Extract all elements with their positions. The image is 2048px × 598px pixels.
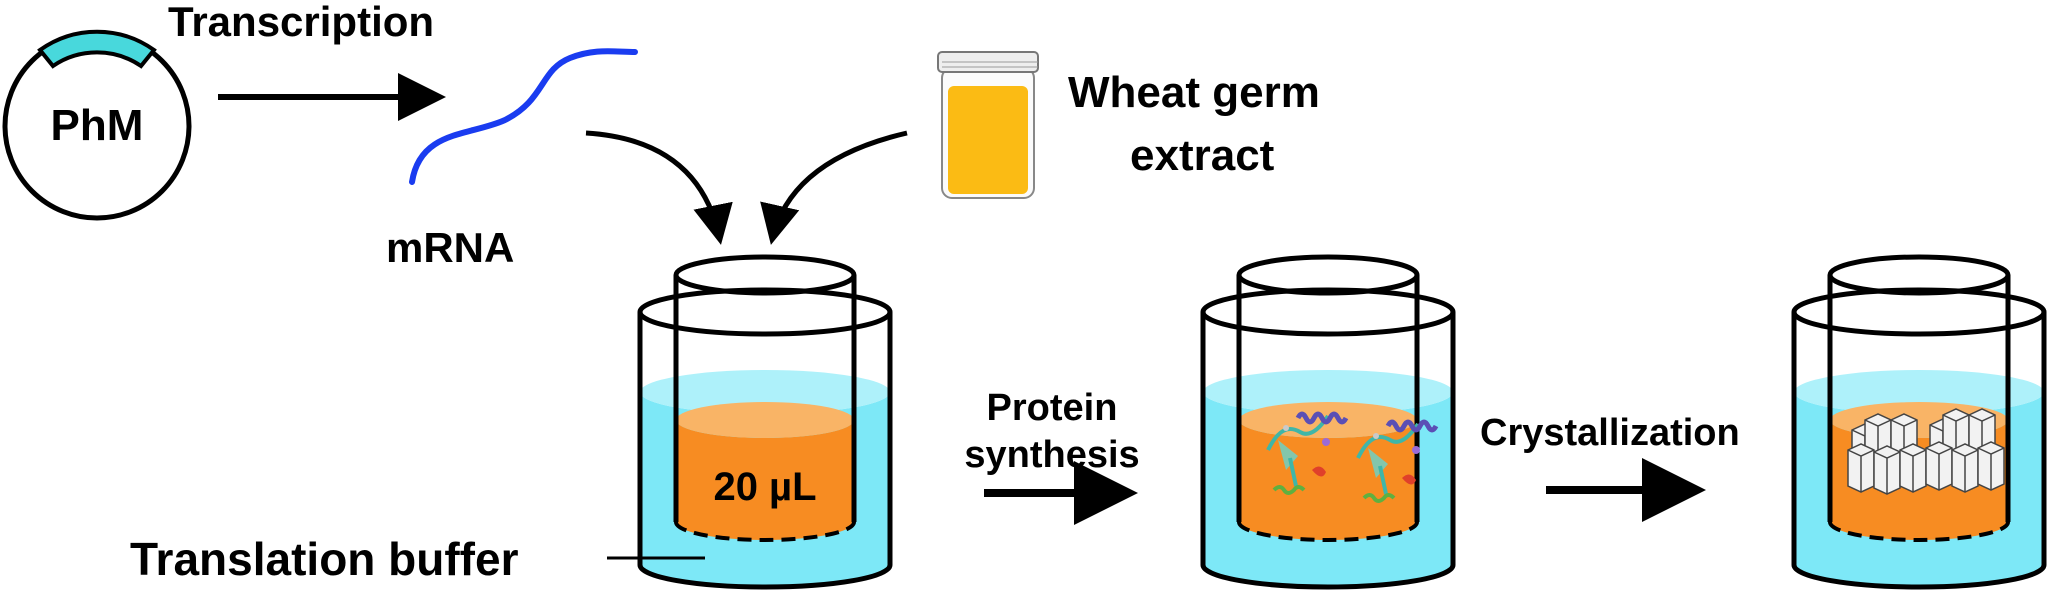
protein-synthesis-label-line1: Protein (987, 387, 1118, 429)
extract-arrow (760, 130, 908, 245)
plasmid-label: PhM (51, 101, 144, 150)
crystal-cluster (1925, 408, 2005, 493)
dialysis-cup-2 (1200, 254, 1456, 590)
transcription-label: Transcription (168, 0, 434, 45)
volume-label: 20 µL (713, 465, 816, 509)
mrna-strand (409, 48, 638, 185)
extract-tube (937, 51, 1039, 199)
dialysis-cup-3 (1791, 254, 2047, 590)
mrna-arrow (585, 130, 733, 245)
extract-liquid (948, 86, 1028, 194)
translation-buffer-label: Translation buffer (130, 533, 519, 585)
plasmid-insert (37, 29, 157, 69)
mrna-label: mRNA (386, 224, 514, 271)
crystallization-label: Crystallization (1480, 412, 1740, 454)
crystal-cluster (1847, 413, 1927, 495)
plasmid: PhM (2, 29, 192, 221)
extract-label-line2: extract (1130, 131, 1275, 180)
dialysis-cup-1: 20 µL (637, 254, 893, 590)
extract-label-line1: Wheat germ (1068, 68, 1320, 117)
reaction-fill (676, 420, 854, 540)
protein-synthesis-label-line2: synthesis (964, 434, 1139, 476)
